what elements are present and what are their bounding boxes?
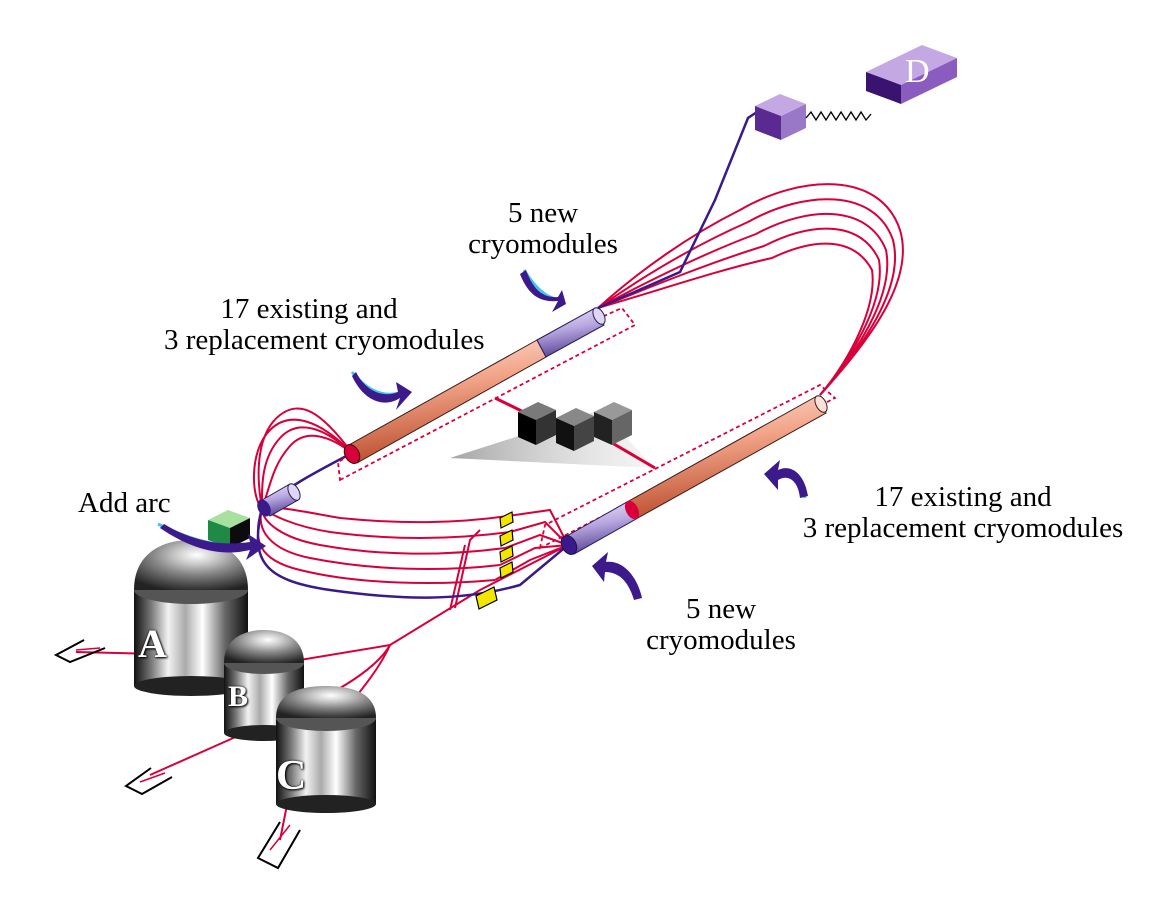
photon-beamline	[805, 110, 872, 122]
hall-b-letter: B	[228, 680, 249, 713]
south-linac	[560, 395, 828, 555]
label-new-cryomodules-north: 5 new cryomodules	[458, 198, 628, 260]
hall-d-building	[866, 45, 957, 104]
add-arc-cube	[208, 510, 250, 548]
dump-lines	[75, 647, 291, 851]
label-existing-south-line1: 17 existing and	[874, 481, 1052, 513]
pointer-arrow-existing-north	[350, 371, 412, 410]
label-existing-north-line1: 17 existing and	[220, 293, 398, 325]
label-existing-south-line2: 3 replacement cryomodules	[802, 512, 1124, 544]
switchyard-magnets	[475, 511, 514, 610]
label-new-north-line1: 5 new	[507, 197, 579, 229]
hall-c	[276, 686, 376, 813]
injector-cryounit	[257, 483, 301, 517]
north-dashed-enclosure	[337, 306, 637, 482]
pointer-arrow-existing-south	[764, 460, 808, 499]
east-recirculation-arcs	[597, 183, 904, 396]
label-add-arc: Add arc	[78, 487, 171, 519]
hall-d-letter: D	[905, 53, 930, 90]
hall-d-tagger	[755, 94, 806, 140]
label-existing-cryomodules-south: 17 existing and 3 replacement cryomodule…	[798, 482, 1128, 544]
hall-c-letter: C	[276, 753, 307, 799]
label-new-south-line2: cryomodules	[646, 624, 796, 656]
north-linac	[343, 307, 606, 464]
north-linac-new-modules	[536, 307, 606, 358]
south-dashed-enclosure	[538, 383, 837, 550]
pointer-arrow-new-south	[592, 552, 642, 600]
central-helium-plant	[450, 396, 656, 470]
label-new-north-line2: cryomodules	[468, 228, 618, 260]
label-existing-north-line2: 3 replacement cryomodules	[164, 324, 485, 356]
label-new-south-line1: 5 new	[685, 593, 757, 625]
hall-a-letter: A	[138, 621, 167, 666]
pointer-arrow-add-arc	[157, 522, 266, 560]
hall-a	[134, 540, 248, 696]
label-existing-cryomodules-north: 17 existing and 3 replacement cryomodule…	[164, 293, 485, 356]
pointer-arrow-new-north	[520, 269, 566, 312]
label-new-cryomodules-south: 5 new cryomodules	[636, 594, 806, 656]
south-linac-new-modules	[560, 500, 640, 555]
beam-dumps	[53, 639, 301, 870]
